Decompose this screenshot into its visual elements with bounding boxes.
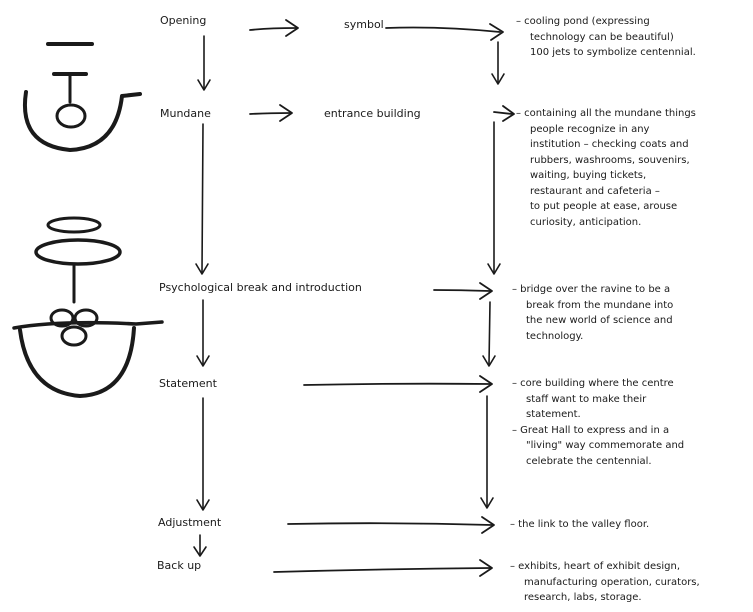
- symbol-label: symbol: [344, 18, 384, 31]
- pond-sketch-icon: [23, 42, 142, 152]
- stage-opening: Opening: [160, 14, 207, 27]
- note-line: manufacturing operation, curators,: [524, 576, 700, 588]
- arrow-statement-to-adjustment: [196, 397, 210, 511]
- entrance-building-label: entrance building: [324, 107, 421, 120]
- note-line: institution – checking coats and: [530, 139, 689, 150]
- note-line: to put people at ease, arouse: [530, 201, 678, 212]
- note-line: 100 jets to symbolize centennial.: [530, 47, 696, 58]
- stage-mundane: Mundane: [160, 107, 211, 120]
- arrow-opening-note-down: [491, 41, 505, 85]
- note-line: technology can be beautiful): [530, 31, 674, 43]
- note-line: – Great Hall to express and in a: [512, 424, 670, 436]
- note-adjustment: – the link to the valley floor.: [510, 517, 649, 533]
- note-line: rubbers, washrooms, souvenirs,: [530, 154, 690, 166]
- note-line: break from the mundane into: [526, 299, 674, 311]
- note-line: – cooling pond (expressing: [516, 16, 650, 27]
- note-line: celebrate the centennial.: [526, 455, 652, 467]
- arrow-psych-to-statement: [196, 299, 210, 367]
- note-statement: – core building where the centre staff w…: [512, 376, 684, 469]
- note-opening: – cooling pond (expressing technology ca…: [516, 14, 696, 61]
- note-line: statement.: [526, 409, 581, 420]
- note-line: – exhibits, heart of exhibit design,: [510, 561, 681, 572]
- arrow-symbol-to-note: [385, 23, 504, 41]
- note-line: the new world of science and: [526, 315, 673, 326]
- note-line: – core building where the centre: [512, 378, 674, 389]
- arrow-adjustment-to-backup: [193, 534, 207, 557]
- note-line: staff want to make their: [526, 393, 647, 405]
- note-line: people recognize in any: [530, 123, 650, 135]
- arrow-backup-to-note: [273, 559, 493, 577]
- note-mundane: – containing all the mundane things peop…: [516, 106, 696, 230]
- stage-psychological-break: Psychological break and introduction: [159, 281, 362, 294]
- arrow-mundane-to-psych: [195, 123, 209, 275]
- note-line: – bridge over the ravine to be a: [512, 284, 671, 295]
- note-line: – containing all the mundane things: [516, 108, 696, 119]
- arrow-opening-to-symbol: [249, 19, 299, 37]
- arrow-psych-note-down: [482, 301, 496, 367]
- arrow-statement-note-down: [480, 395, 494, 509]
- note-back-up: – exhibits, heart of exhibit design, man…: [510, 559, 700, 606]
- arrow-entrance-to-note: [493, 105, 515, 122]
- stage-back-up: Back up: [157, 559, 202, 572]
- arrow-adjustment-to-note: [287, 516, 495, 534]
- note-line: restaurant and cafeteria –: [530, 185, 660, 197]
- arrow-mundane-note-down: [487, 121, 501, 275]
- note-line: technology.: [526, 330, 584, 342]
- note-line: research, labs, storage.: [524, 592, 642, 603]
- stage-adjustment: Adjustment: [158, 516, 222, 529]
- stage-statement: Statement: [159, 377, 217, 390]
- note-line: curiosity, anticipation.: [530, 216, 642, 228]
- note-line: – the link to the valley floor.: [510, 519, 650, 530]
- note-line: "living" way commemorate and: [526, 440, 685, 451]
- bridge-sketch-icon: [12, 216, 164, 398]
- arrow-mundane-to-entrance: [249, 104, 293, 122]
- arrow-statement-to-note: [303, 375, 493, 393]
- note-line: waiting, buying tickets,: [530, 170, 647, 181]
- arrow-opening-to-mundane: [197, 35, 211, 91]
- arrow-psych-to-note: [433, 282, 493, 300]
- note-psychological-break: – bridge over the ravine to be a break f…: [512, 282, 673, 344]
